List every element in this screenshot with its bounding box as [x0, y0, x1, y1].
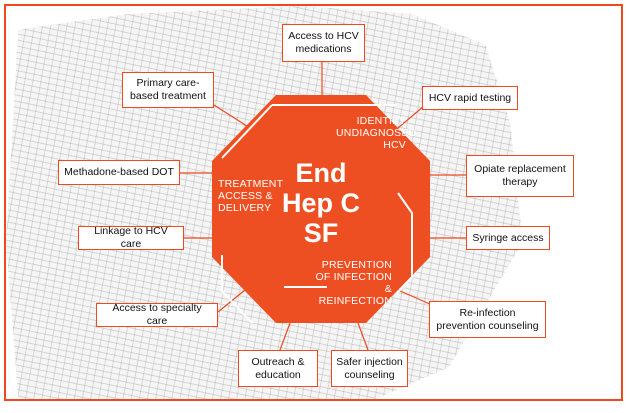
center-title: End Hep C SF	[212, 158, 430, 248]
stop-sign-octagon	[212, 95, 430, 323]
pillar-prevention-line1: PREVENTION	[321, 259, 392, 271]
pillar-prevention-line3: & REINFECTION	[318, 283, 392, 307]
pillar-treatment: TREATMENT ACCESS & DELIVERY	[218, 178, 283, 214]
box-syringe-access: Syringe access	[466, 226, 550, 250]
outer-border	[4, 4, 623, 401]
pillar-prevention-line2: OF INFECTION	[315, 271, 392, 283]
box-outreach-education: Outreach & education	[238, 350, 318, 387]
center-title-line2: Hep C	[281, 188, 360, 218]
center-title-line3: SF	[303, 218, 339, 248]
pillar-identify-line2: UNDIAGNOSED	[336, 127, 417, 139]
box-reinfection-counseling: Re-infection prevention counseling	[429, 301, 546, 338]
box-specialty-care: Access to specialty care	[96, 302, 218, 327]
center-title-line1: End	[295, 158, 347, 188]
box-hcv-medications: Access to HCV medications	[282, 24, 365, 62]
box-linkage: Linkage to HCV care	[78, 225, 184, 250]
pillar-treatment-line1: TREATMENT	[218, 178, 284, 190]
pillar-identify: IDENTIFY UNDIAGNOSED HCV	[336, 115, 417, 151]
box-rapid-testing: HCV rapid testing	[422, 86, 518, 110]
pillar-identify-line1: IDENTIFY	[356, 115, 406, 127]
pillar-treatment-line3: DELIVERY	[218, 202, 272, 214]
box-opiate-replacement: Opiate replacement therapy	[466, 155, 574, 197]
box-safer-injection: Safer injection counseling	[331, 350, 408, 387]
box-primary-care: Primary care-based treatment	[122, 72, 214, 108]
pillar-prevention: PREVENTION OF INFECTION & REINFECTION	[312, 259, 392, 307]
box-methadone-dot: Methadone-based DOT	[58, 160, 180, 185]
pillar-identify-line3: HCV	[383, 139, 406, 151]
pillar-treatment-line2: ACCESS &	[218, 190, 273, 202]
